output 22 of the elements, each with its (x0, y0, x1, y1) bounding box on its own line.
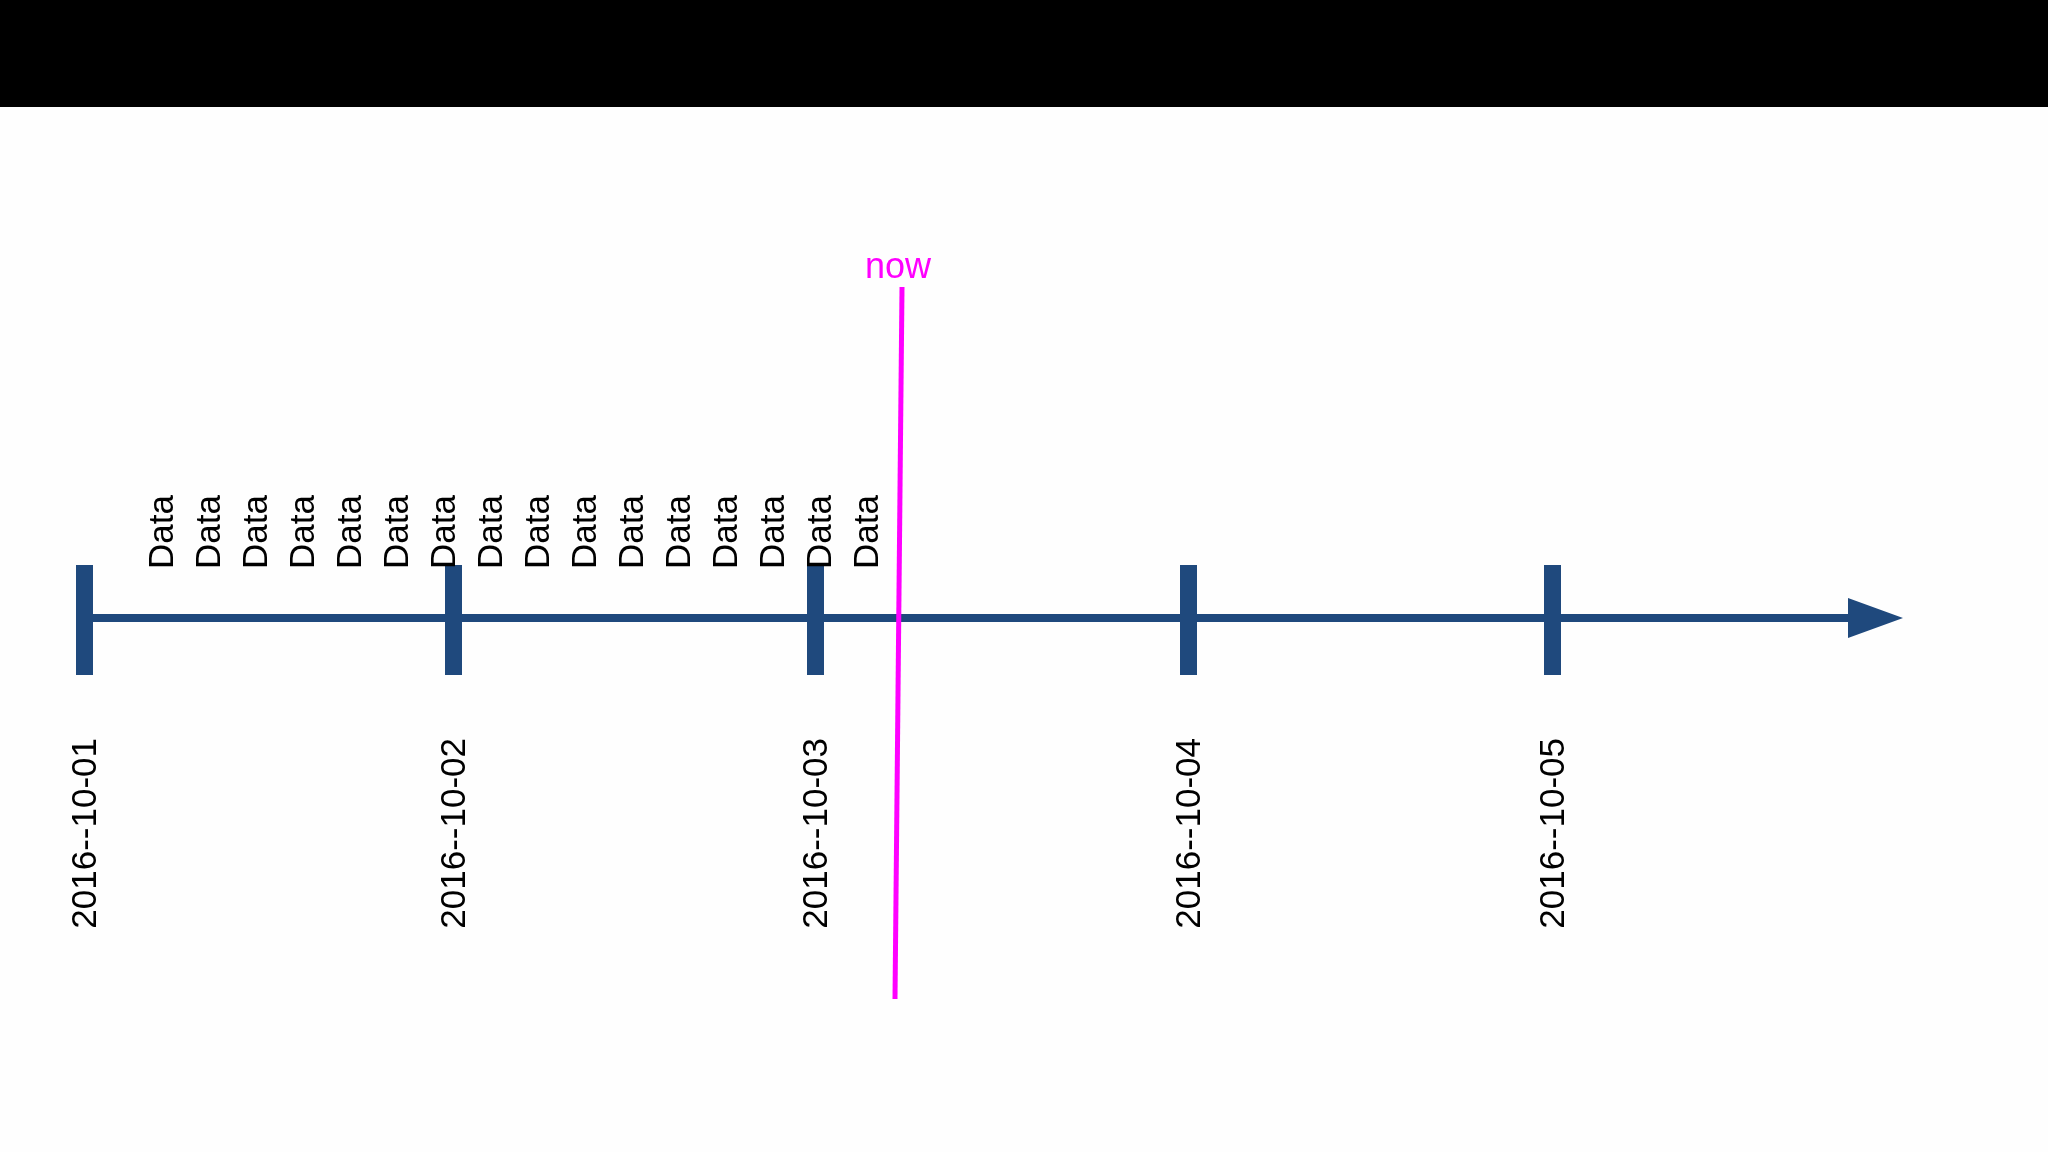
date-label: 2016--10-05 (1532, 738, 1572, 929)
now-label: now (865, 246, 932, 286)
data-label: Data (799, 495, 839, 569)
data-label: Data (658, 495, 698, 569)
data-label: Data (329, 495, 369, 569)
data-label: Data (846, 495, 886, 569)
date-label: 2016--10-02 (433, 738, 473, 929)
date-label: 2016--10-04 (1168, 738, 1208, 929)
data-label: Data (752, 495, 792, 569)
date-label: 2016--10-03 (795, 738, 835, 929)
data-label: Data (517, 495, 557, 569)
data-label: Data (705, 495, 745, 569)
data-label: Data (235, 495, 275, 569)
data-label: Data (470, 495, 510, 569)
data-label: Data (141, 495, 181, 569)
date-label: 2016--10-01 (64, 738, 104, 929)
data-label: Data (376, 495, 416, 569)
data-label: Data (564, 495, 604, 569)
data-label: Data (188, 495, 228, 569)
data-label: Data (282, 495, 322, 569)
data-label: Data (423, 495, 463, 569)
data-label: Data (611, 495, 651, 569)
